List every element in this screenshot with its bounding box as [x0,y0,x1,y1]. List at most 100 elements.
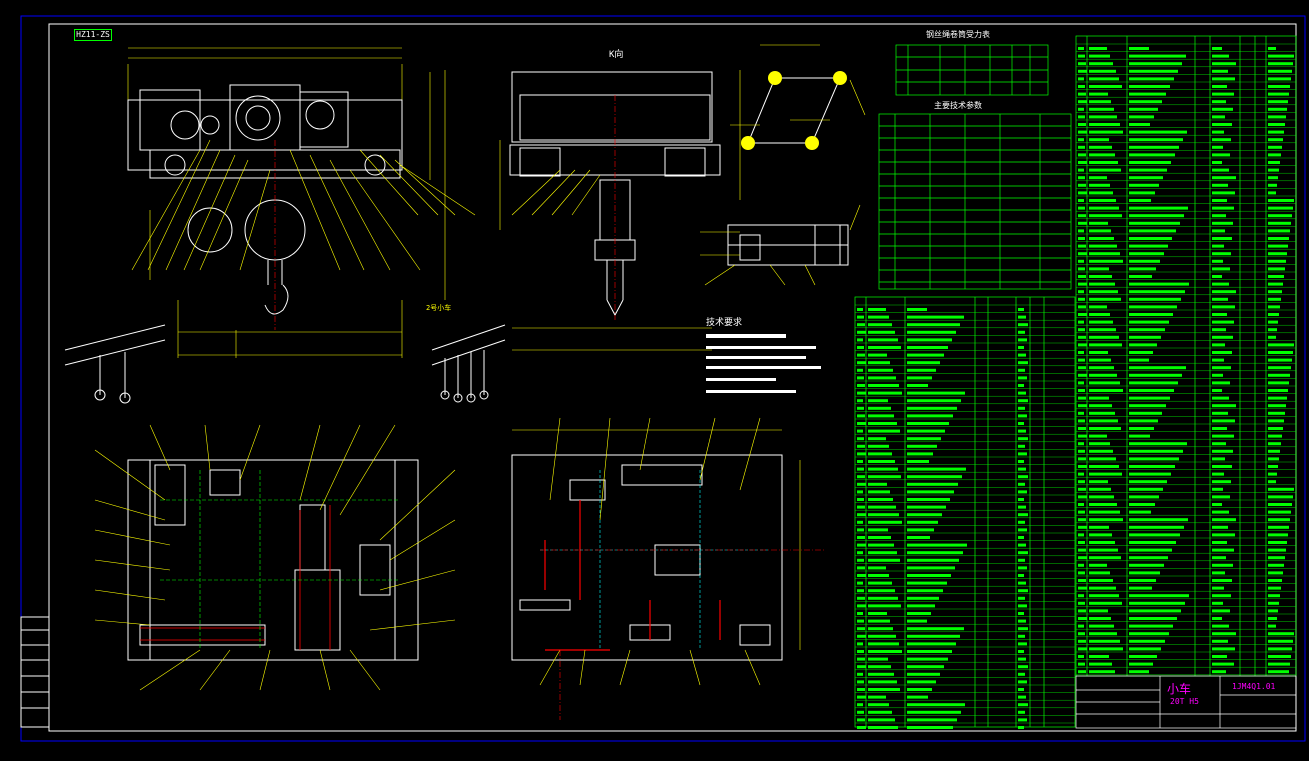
bom-cell-text [1129,563,1164,567]
bom-cell-text [907,444,937,448]
bom-cell-text [1212,244,1224,248]
bom-left-rows [855,304,1075,724]
bom-cell-text [1268,92,1289,96]
bom-cell-text [857,422,866,425]
bom-cell-text [1089,434,1107,438]
bom-cell-text [857,330,866,334]
tech-parameters-table [878,113,1072,290]
bom-cell-text [1212,297,1228,301]
bom-cell-text [868,665,891,669]
bom-cell-text [857,452,866,456]
bom-cell-text [1089,396,1109,400]
bom-cell-text [1212,290,1236,294]
bom-cell-text [1129,381,1178,385]
bom-cell-text [1089,556,1121,560]
bom-cell-text [868,437,886,441]
bom-cell-text [857,665,866,669]
bom-cell-text [1089,563,1107,567]
bom-cell-text [1212,563,1233,567]
bom-cell-text [1018,399,1028,403]
bom-cell-text [1129,62,1182,66]
bom-cell-text [857,399,863,403]
bom-cell-text [1018,315,1026,319]
bom-cell-text [1129,472,1171,476]
bom-cell-text [1268,601,1279,605]
bom-cell-text [857,429,863,433]
bom-cell-text [1078,655,1084,658]
bom-cell-text [1268,617,1277,620]
bom-cell-text [857,444,865,448]
bom-cell-text [1078,548,1086,552]
bom-cell-text [857,520,863,524]
bom-cell-text [1268,518,1290,522]
bom-cell-text [1089,191,1113,195]
bom-cell-text [1212,62,1236,66]
bom-cell-text [907,338,952,342]
bom-cell-text [1268,229,1290,233]
bom-cell-text [1212,662,1234,666]
bom-cell-text [1078,487,1086,491]
bom-cell-text [1129,389,1174,392]
bom-cell-text [1078,145,1085,149]
bom-cell-text [857,498,864,501]
bom-cell-text [907,589,943,593]
bom-cell-text [907,346,948,349]
bom-cell-text [1018,513,1028,517]
bom-cell-text [1212,396,1229,400]
bom-cell-text [1129,533,1180,537]
bom-cell-text [1268,609,1278,613]
bom-cell-text [1268,396,1287,400]
bom-cell-text [1212,639,1228,643]
bom-cell-text [857,543,866,547]
bom-cell-text [1078,601,1085,605]
bom-cell-text [1089,404,1112,408]
bom-cell-text [868,581,892,585]
bom-cell-text [1089,442,1110,446]
bom-cell-text [1078,85,1085,88]
bom-cell-text [1078,647,1087,651]
bom-cell-text [1018,498,1024,501]
bom-cell-text [1268,366,1291,370]
bom-cell-text [868,574,889,577]
bom-cell-text [1078,381,1084,385]
bom-cell-text [1018,612,1024,615]
bom-cell-text [1268,571,1283,575]
bom-cell-text [1212,206,1234,210]
bom-cell-text [1129,161,1171,164]
bom-cell-text [1268,100,1288,104]
bom-cell-text [868,634,896,638]
bom-cell-text [857,437,864,441]
bom-cell-text [1268,115,1286,119]
bom-cell-text [857,315,864,319]
bom-cell-text [1268,586,1281,590]
k-view [499,70,741,351]
bom-right-rows [1076,43,1296,675]
bom-cell-text [1129,609,1181,613]
bom-cell-text [868,688,900,691]
bom-cell-text [1089,138,1109,142]
bom-cell-text [1212,518,1236,522]
bom-cell-text [868,376,896,380]
bom-glyphs [857,47,1294,729]
bom-cell-text [1078,373,1087,377]
bom-cell-text [1129,221,1180,225]
bom-cell-text [857,482,866,486]
bom-cell-text [1129,275,1152,278]
bom-cell-text [1089,237,1114,240]
bom-cell-text [1268,130,1284,134]
bom-cell-text [1268,335,1276,339]
bom-cell-text [907,429,945,433]
bom-cell-text [1129,670,1149,674]
bom-cell-text [1018,353,1026,357]
bom-cell-text [857,558,864,562]
bom-cell-text [857,680,864,684]
bom-cell-text [1212,335,1233,339]
bom-cell-text [907,642,956,646]
bom-cell-text [868,498,893,501]
bom-cell-text [1089,107,1114,111]
bom-cell-text [1212,229,1225,233]
bom-cell-text [1212,153,1230,157]
rope-winding-sketches [64,324,506,404]
bom-cell-text [1212,586,1224,590]
